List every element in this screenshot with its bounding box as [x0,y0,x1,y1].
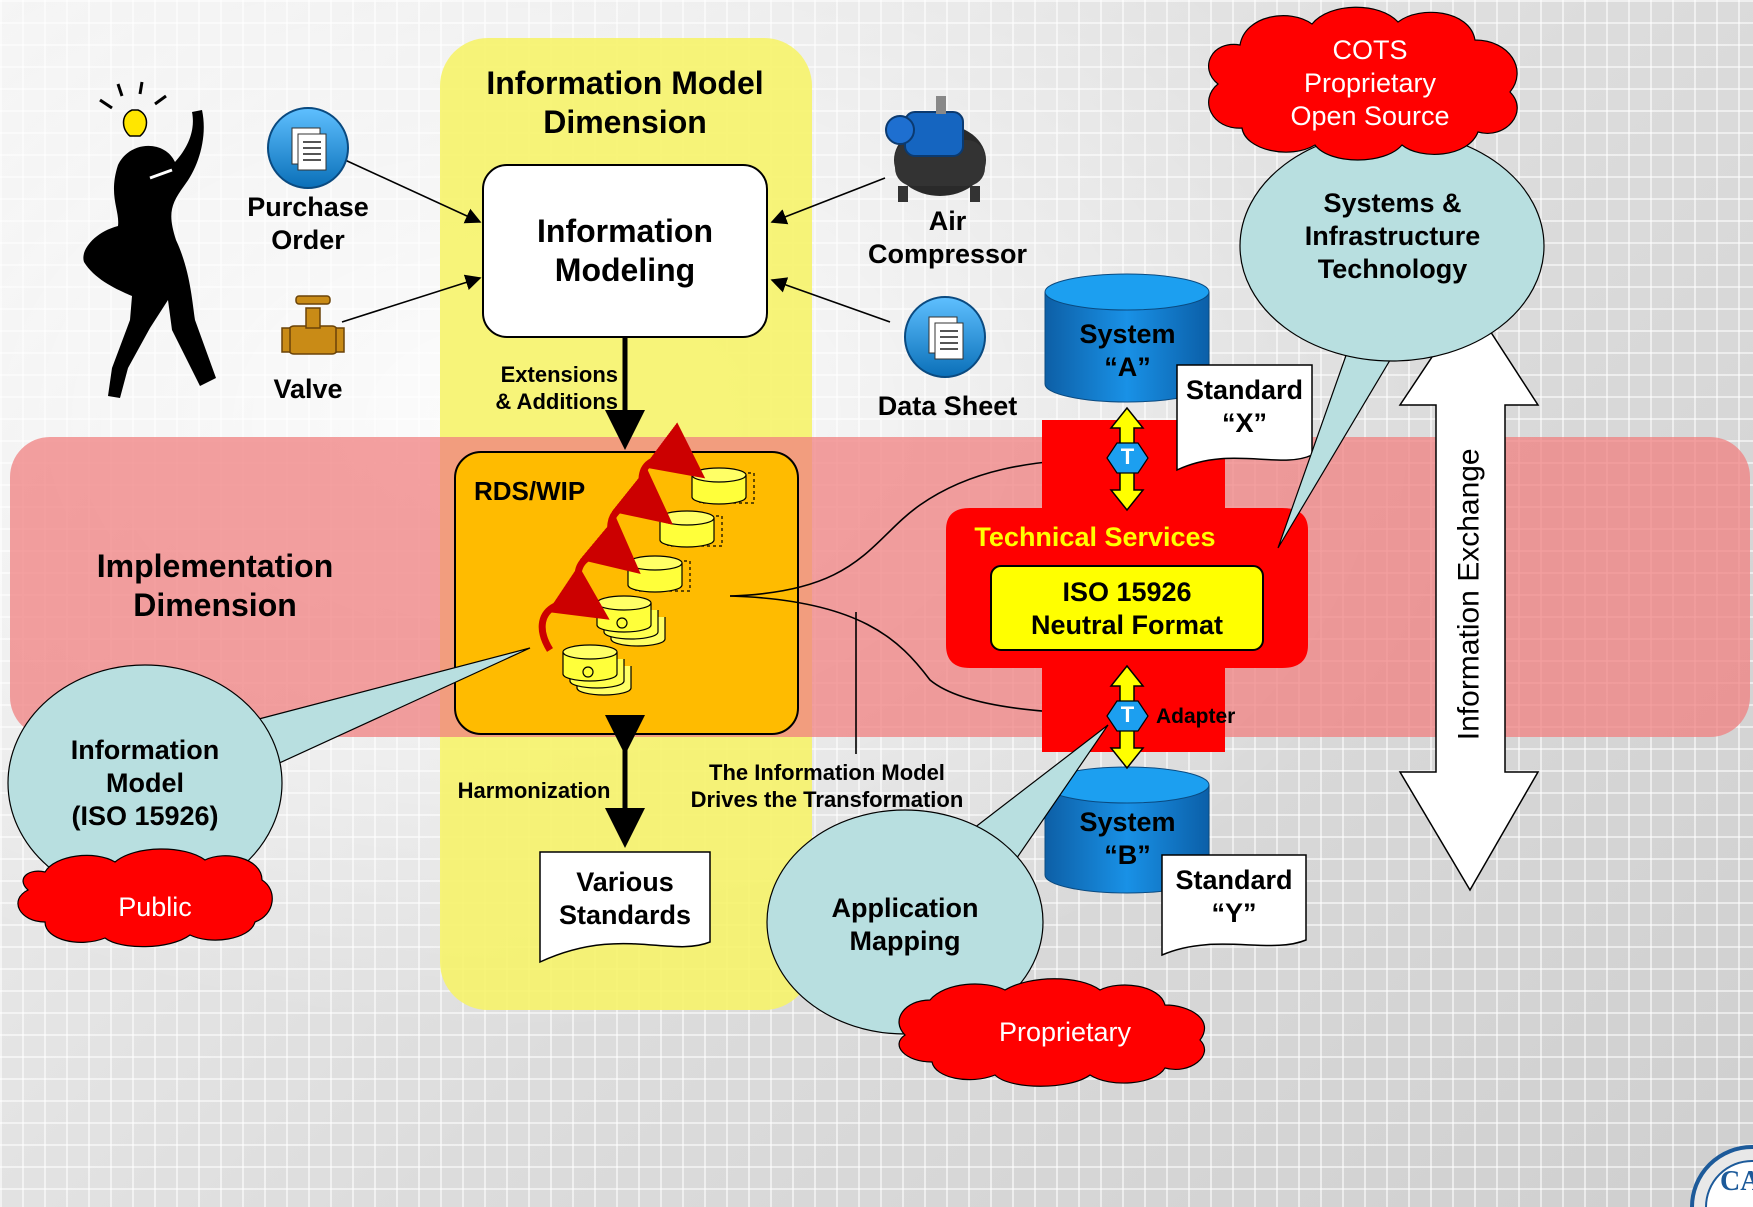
extensions-label: Extensions& Additions [495,362,618,414]
rds-cylinders [562,467,755,696]
arrow-purchase-order [344,159,482,224]
valve-label: Valve [273,374,343,404]
arrow-air-compressor [770,177,886,225]
cots-cloud [1208,6,1518,161]
proprietary-label: Proprietary [998,1017,1132,1047]
system-a-cylinder [1044,273,1210,403]
corner-logo-icon: CA [1690,1145,1753,1207]
data-sheet-icon [904,296,986,378]
adapter-t-top: T [1120,444,1135,469]
various-standards-doc [539,851,711,964]
svg-text:CA: CA [1720,1166,1753,1197]
harmonization-label: Harmonization [457,778,611,803]
adapter-hex-bottom [1106,700,1149,732]
transformation-lines [729,450,1110,754]
system-b-label: System“B” [1079,807,1176,870]
adapter-label: Adapter [1156,705,1236,728]
public-cloud [17,848,273,948]
information-exchange-arrow [1398,298,1540,892]
adapter-t-bottom: T [1120,702,1135,727]
system-a-label: System“A” [1079,319,1176,382]
information-exchange-label: Information Exchange [1452,448,1486,741]
standard-x-label: Standard“X” [1185,375,1304,438]
iso-neutral-format-box [990,565,1264,651]
adapter-hex-top [1106,442,1149,474]
valve-icon [281,295,345,355]
technical-services-label: Technical Services [974,522,1216,552]
rds-red-curved-arrows [538,422,706,652]
data-sheet-label: Data Sheet [877,391,1018,421]
arrow-data-sheet [770,277,891,323]
purchase-order-icon [267,107,349,189]
arrow-valve [341,274,482,323]
standard-y-label: Standard“Y” [1175,865,1293,928]
standard-y-doc [1161,854,1307,957]
rds-wip-label: RDS/WIP [474,476,586,506]
public-label: Public [118,892,192,922]
air-compressor-icon [885,96,986,202]
proprietary-cloud [898,978,1206,1087]
information-modeling-box [482,164,768,338]
implementation-dimension-band [10,437,1750,737]
thinking-person-icon [83,81,216,398]
info-model-bubble [7,647,531,902]
